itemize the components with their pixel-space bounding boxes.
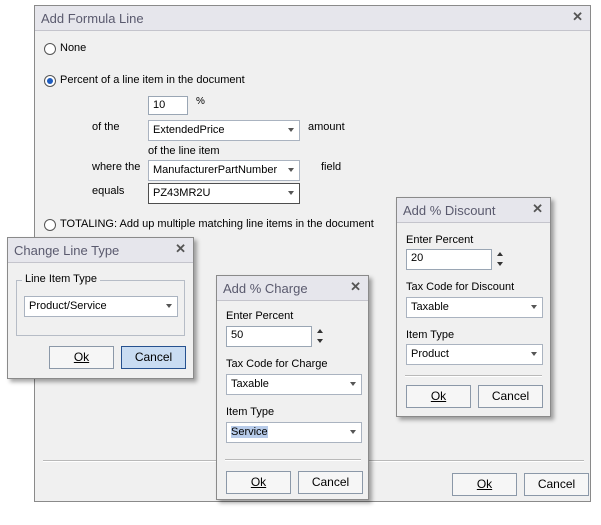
cancel-button[interactable]: Cancel (478, 385, 543, 408)
title-bar: Add % Charge ✕ (217, 276, 368, 301)
radio-percent-label: Percent of a line item in the document (60, 74, 245, 86)
close-icon[interactable]: ✕ (350, 279, 361, 294)
separator (405, 375, 542, 377)
equals-value-dropdown[interactable]: PZ43MR2U (148, 183, 300, 204)
separator (225, 459, 361, 461)
radio-percent-line-item[interactable] (44, 75, 56, 87)
percent-sign: % (196, 96, 205, 107)
radio-none-label: None (60, 42, 87, 54)
where-field-value: ManufacturerPartNumber (153, 164, 278, 176)
ok-button[interactable]: Ok (49, 346, 114, 369)
enter-percent-label: Enter Percent (406, 234, 474, 246)
tax-code-value: Taxable (231, 378, 269, 390)
radio-totaling-label: TOTALING: Add up multiple matching line … (60, 218, 374, 230)
title-bar: Add % Discount ✕ (397, 198, 550, 223)
spin-arrows-icon[interactable] (316, 326, 325, 347)
amount-label: amount (308, 121, 345, 133)
radio-totaling[interactable] (44, 219, 56, 231)
ok-button[interactable]: Ok (406, 385, 471, 408)
dialog-title: Add % Discount (403, 203, 496, 218)
chevron-down-icon (288, 191, 294, 195)
item-type-label: Item Type (406, 329, 455, 341)
cancel-button[interactable]: Cancel (121, 346, 186, 369)
charge-percent-input[interactable]: 50 (226, 326, 312, 347)
close-icon[interactable]: ✕ (532, 201, 543, 216)
title-bar: Add Formula Line ✕ (35, 6, 590, 31)
close-icon[interactable]: ✕ (572, 9, 583, 24)
chevron-down-icon (531, 352, 537, 356)
chevron-down-icon (531, 305, 537, 309)
enter-percent-label: Enter Percent (226, 310, 294, 322)
equals-value: PZ43MR2U (153, 187, 211, 199)
tax-code-label: Tax Code for Charge (226, 358, 328, 370)
chevron-down-icon (350, 382, 356, 386)
line-item-type-label: Line Item Type (22, 273, 100, 285)
amount-field-dropdown[interactable]: ExtendedPrice (148, 120, 300, 141)
item-type-dropdown[interactable]: Service (226, 422, 362, 443)
chevron-down-icon (350, 430, 356, 434)
line-item-type-dropdown[interactable]: Product/Service (24, 296, 178, 317)
add-charge-dialog: Add % Charge ✕ Enter Percent 50 Tax Code… (216, 275, 369, 500)
tax-code-value: Taxable (411, 301, 449, 313)
item-type-value: Product (411, 348, 449, 360)
title-bar: Change Line Type ✕ (8, 238, 193, 263)
ok-button[interactable]: Ok (226, 471, 291, 494)
line-item-type-group (16, 280, 185, 336)
of-the-label: of the (92, 121, 120, 133)
cancel-button[interactable]: Cancel (524, 473, 589, 496)
ok-button[interactable]: Ok (452, 473, 517, 496)
line-item-type-value: Product/Service (29, 300, 107, 312)
chevron-down-icon (166, 304, 172, 308)
item-type-label: Item Type (226, 406, 275, 418)
item-type-dropdown[interactable]: Product (406, 344, 543, 365)
where-the-label: where the (92, 161, 141, 173)
tax-code-dropdown[interactable]: Taxable (406, 297, 543, 318)
field-label: field (321, 161, 342, 173)
cancel-button[interactable]: Cancel (298, 471, 363, 494)
radio-none[interactable] (44, 43, 56, 55)
of-line-item-label: of the line item (148, 145, 220, 157)
add-discount-dialog: Add % Discount ✕ Enter Percent 20 Tax Co… (396, 197, 551, 417)
spin-arrows-icon[interactable] (496, 249, 505, 270)
tax-code-label: Tax Code for Discount (406, 281, 515, 293)
tax-code-dropdown[interactable]: Taxable (226, 374, 362, 395)
item-type-value: Service (231, 426, 268, 438)
chevron-down-icon (288, 128, 294, 132)
close-icon[interactable]: ✕ (175, 241, 186, 256)
where-field-dropdown[interactable]: ManufacturerPartNumber (148, 160, 300, 181)
chevron-down-icon (288, 168, 294, 172)
dialog-title: Change Line Type (14, 243, 120, 258)
dialog-title: Add % Charge (223, 281, 308, 296)
dialog-title: Add Formula Line (41, 11, 144, 26)
discount-percent-input[interactable]: 20 (406, 249, 492, 270)
change-line-type-dialog: Change Line Type ✕ Line Item Type Produc… (7, 237, 194, 379)
percent-input[interactable]: 10 (148, 96, 188, 115)
equals-label: equals (92, 185, 125, 197)
amount-field-value: ExtendedPrice (153, 124, 225, 136)
